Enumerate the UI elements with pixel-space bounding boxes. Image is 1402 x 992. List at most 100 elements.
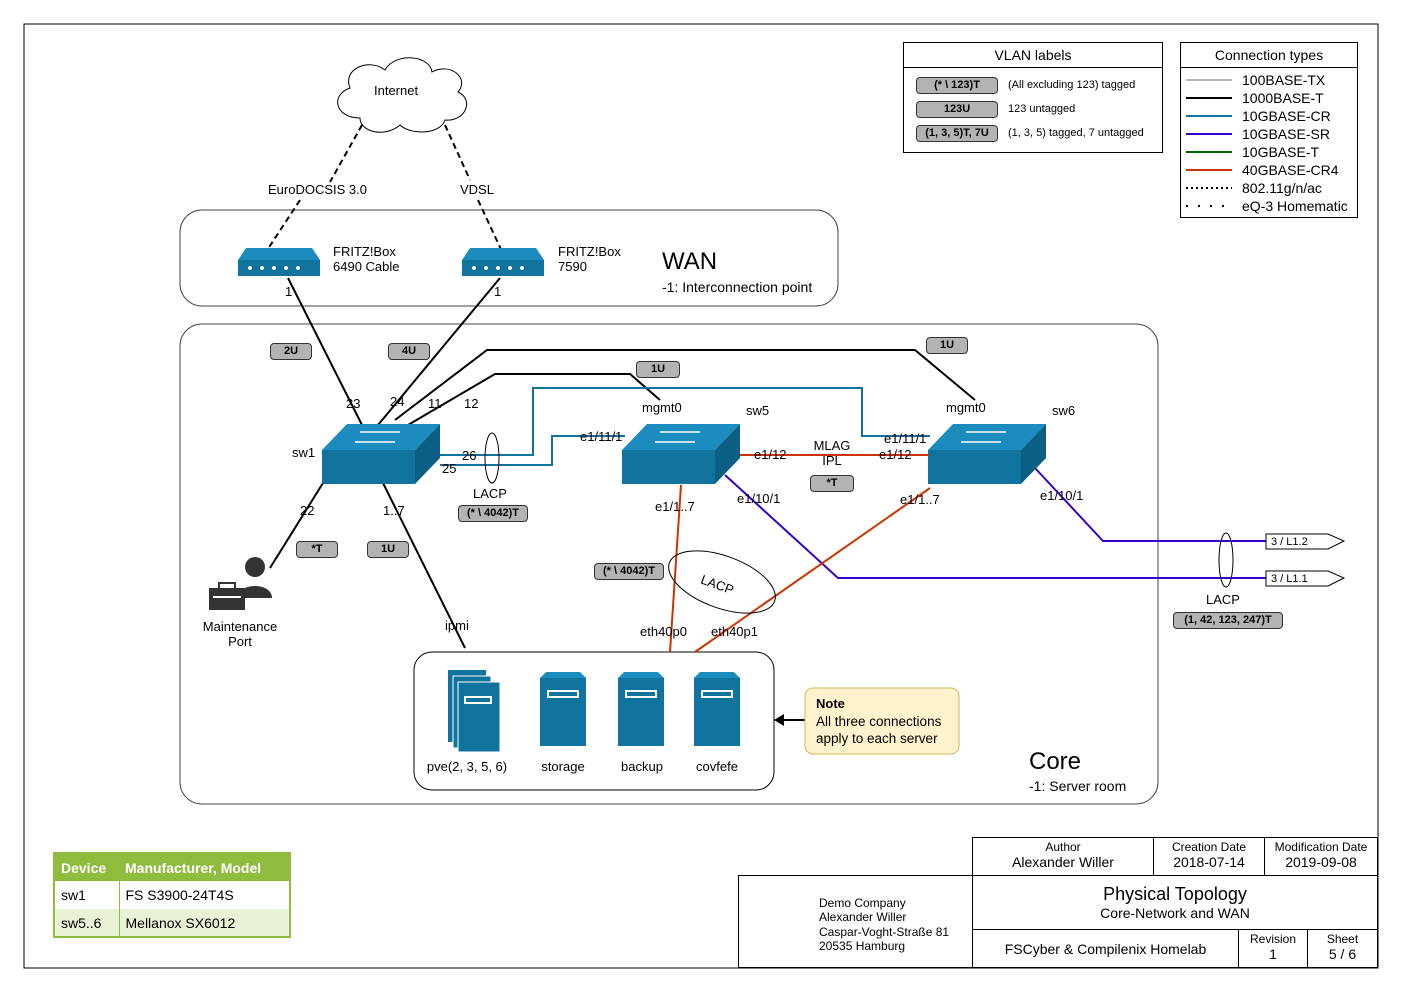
sw5-e10: e1/10/1 [737,491,781,506]
switch-icon [928,424,1046,484]
core-subtitle: -1: Server room [1029,778,1127,794]
vlan-badge: (* \ 4042)T [594,563,664,580]
server-icon [618,672,664,746]
router1-port: 1 [285,284,293,299]
eth40p0-label: eth40p0 [640,624,687,639]
vlan-badge: *T [296,541,338,558]
server-covfefe-label: covfefe [696,759,738,774]
conn-legend-label: 10GBASE-SR [1242,126,1330,142]
sw6-e1-7: e1/1..7 [900,492,940,507]
eth40p1-label: eth40p1 [711,624,758,639]
vlan-badge: 1U [367,541,409,558]
connection-legend: Connection types [1180,42,1358,218]
sw5-mgmt: mgmt0 [642,400,682,415]
sw1-port-25: 25 [442,461,457,476]
mlag-label: MLAG IPL [813,438,851,468]
created-value: 2018-07-14 [1173,854,1245,870]
links-10gbase-cr [440,387,930,466]
sw1-port-23: 23 [346,396,361,411]
created-label: Creation Date [1171,840,1247,854]
sw5-e12: e1/12 [754,447,787,462]
author-cell: Author Alexander Willer [972,837,1154,876]
sw6-e11: e1/11/1 [884,431,927,446]
table-cell: sw1 [54,881,120,909]
server-stack-icon [448,670,501,753]
lacp-sw1-label: LACP [473,486,507,501]
link-vdsl-label: VDSL [460,182,494,197]
sw6-e12: e1/12 [879,447,912,462]
server-icon [540,672,586,746]
server-group [413,651,775,791]
links-40gbase-cr4 [669,454,931,653]
table-header: Manufacturer, Model [125,859,262,876]
wan-subtitle: -1: Interconnection point [662,279,813,295]
modified-label: Modification Date [1274,840,1368,854]
vlan-badge: (* \ 4042)T [458,505,528,522]
vlan-badge: 1U [926,337,968,354]
revision-label: Revision [1249,932,1297,946]
sw1-port-12: 12 [464,396,479,411]
wan-zone [179,209,839,307]
internet-cloud-icon [337,57,468,133]
vlan-badge: 123U [916,101,998,118]
server-backup-label: backup [621,759,663,774]
uplink-l1-1: 3 / L1.1 [1271,573,1308,585]
link-cable-label: EuroDOCSIS 3.0 [268,182,367,197]
vlan-legend-text: 123 untagged [1008,103,1076,115]
sheet-cell: Sheet 5 / 6 [1307,929,1378,968]
table-cell: Mellanox SX6012 [125,914,236,931]
conn-legend-label: 1000BASE-T [1242,90,1324,106]
wan-title: WAN [662,248,718,275]
vlan-badge: 1U [636,361,680,378]
sheet-label: Sheet [1326,932,1359,946]
server-icon [694,672,740,746]
table-cell: FS S3900-24T4S [125,887,234,903]
switch-icon [322,424,440,484]
connection-legend-lines [1186,79,1232,207]
core-zone [179,323,1159,805]
device-table: Device Manufacturer, Model sw1 FS S3900-… [53,852,291,938]
links-1000base-t [269,277,976,649]
vlan-badge: (1, 3, 5)T, 7U [916,125,998,142]
router-icon [238,248,320,276]
sheet-value: 5 / 6 [1328,946,1357,962]
sw1-port-26: 26 [462,448,477,463]
sw5-label: sw5 [746,403,770,418]
lacp-uplink-label: LACP [1206,592,1240,607]
author-value: Alexander Willer [1012,854,1114,870]
server-storage-label: storage [541,759,585,774]
company-cell: Demo Company Alexander Willer Caspar-Vog… [738,875,973,968]
vlan-legend-title: VLAN labels [904,43,1162,68]
note-title: Note [816,696,845,711]
table-cell: sw5..6 [54,909,120,937]
router-icon [462,248,544,276]
modified-cell: Modification Date 2019-09-08 [1264,837,1378,876]
sw1-port-1-7: 1..7 [383,503,405,518]
project-name: FSCyber & Compilenix Homelab [972,929,1239,968]
core-title: Core [1029,748,1082,775]
revision-cell: Revision 1 [1238,929,1308,968]
ipmi-label: ipmi [445,618,469,633]
vlan-badge: (* \ 123)T [916,77,998,94]
maintenance-port-label: Maintenance Port [202,619,278,649]
conn-legend-label: 40GBASE-CR4 [1242,162,1339,178]
sw6-mgmt: mgmt0 [946,400,986,415]
conn-legend-label: 10GBASE-CR [1242,108,1331,124]
vlan-legend: VLAN labels (* \ 123)T (All excluding 12… [903,42,1163,153]
sw1-label: sw1 [292,445,316,460]
links-10gbase-sr [724,467,1266,579]
sw5-e11: e1/11/1 [580,429,623,444]
sw5-e1-7: e1/1..7 [655,499,695,514]
conn-legend-label: 802.11g/n/ac [1242,180,1322,196]
vlan-legend-text: (All excluding 123) tagged [1008,79,1136,91]
internet-label: Internet [374,83,419,98]
note-text: All three connections apply to each serv… [816,714,942,746]
table-header: Device [61,859,107,876]
drawing-subtitle: Core-Network and WAN [1100,905,1250,921]
sw1-port-11: 11 [428,396,442,411]
conn-legend-label: 100BASE-TX [1242,72,1326,88]
modified-value: 2019-09-08 [1285,854,1357,870]
vlan-badge: 2U [270,343,312,360]
